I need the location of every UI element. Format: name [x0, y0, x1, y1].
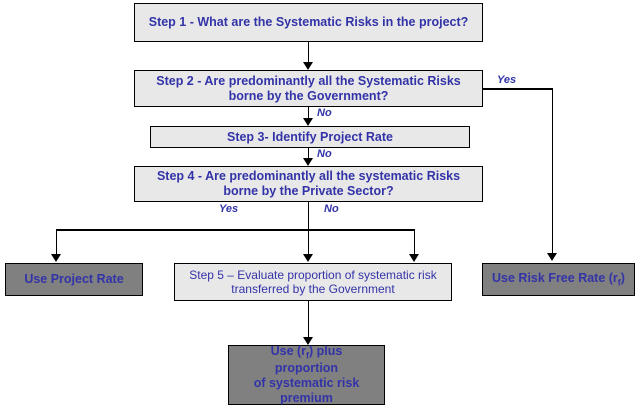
connector-step1-to-step2	[307, 42, 309, 64]
node-use-risk-free-rate-label: Use Risk Free Rate (rf)	[486, 271, 631, 288]
arrowhead-step2-to-step3	[303, 118, 313, 126]
result-line1-b: ) plus	[309, 344, 343, 359]
arrowhead-step5-to-result	[303, 337, 313, 345]
edge-label-step4-no: No	[324, 203, 339, 215]
arrowhead-step4-no-to-step5	[409, 254, 419, 262]
arrowhead-step3-to-step4	[303, 158, 313, 166]
connector-step4-yes-vertical	[55, 229, 57, 258]
result-line1-a: Use (r	[270, 344, 307, 359]
arrowhead-step1-to-step2	[303, 62, 313, 70]
node-step2-label: Step 2 - Are predominantly all the Syste…	[156, 73, 461, 103]
connector-step4-fanout-bar	[56, 229, 414, 231]
node-step2[interactable]: Step 2 - Are predominantly all the Syste…	[134, 70, 483, 107]
connector-step2-yes-vertical	[551, 88, 553, 256]
connector-step4-trunk	[307, 202, 309, 260]
node-use-risk-free-rate[interactable]: Use Risk Free Rate (rf)	[482, 263, 635, 296]
result-line3: of systematic risk	[253, 376, 360, 391]
node-use-risk-free-rate-subscript: f	[617, 277, 621, 288]
connector-step5-to-result	[307, 300, 309, 342]
node-step1-label: Step 1 - What are the Systematic Risks i…	[148, 15, 469, 30]
node-use-project-rate[interactable]: Use Project Rate	[5, 263, 143, 296]
arrowhead-step2-yes-to-risk-free-rate	[547, 253, 557, 261]
node-step3-label: Step 3- Identify Project Rate	[226, 129, 393, 144]
node-use-risk-free-rate-tail: )	[620, 270, 625, 285]
edge-label-step3-no: No	[317, 148, 332, 160]
node-step4[interactable]: Step 4 - Are predominantly all the syste…	[134, 166, 483, 202]
node-step5[interactable]: Step 5 – Evaluate proportion of systemat…	[174, 263, 452, 301]
node-step3[interactable]: Step 3- Identify Project Rate	[150, 126, 470, 148]
node-step5-label: Step 5 – Evaluate proportion of systemat…	[189, 267, 437, 296]
node-use-risk-free-rate-text: Use Risk Free Rate (r	[492, 270, 618, 285]
arrowhead-step4-to-step5-middle	[303, 254, 313, 262]
connector-step2-yes-horizontal	[483, 88, 553, 90]
connector-step2-to-step3	[307, 107, 309, 122]
edge-label-step2-yes: Yes	[497, 74, 517, 86]
result-line1-subscript: f	[306, 350, 310, 361]
edge-label-step2-no: No	[317, 107, 332, 119]
edge-label-step4-yes: Yes	[219, 203, 239, 215]
connector-step3-to-step4	[307, 148, 309, 163]
arrowhead-step4-yes-to-project-rate	[51, 254, 61, 262]
result-line4: premium	[280, 390, 333, 405]
node-step1[interactable]: Step 1 - What are the Systematic Risks i…	[134, 3, 483, 42]
result-line2: proportion	[274, 361, 339, 376]
node-step4-label: Step 4 - Are predominantly all the syste…	[156, 169, 461, 198]
connector-step4-no-vertical	[413, 229, 415, 258]
node-use-project-rate-label: Use Project Rate	[24, 272, 124, 287]
